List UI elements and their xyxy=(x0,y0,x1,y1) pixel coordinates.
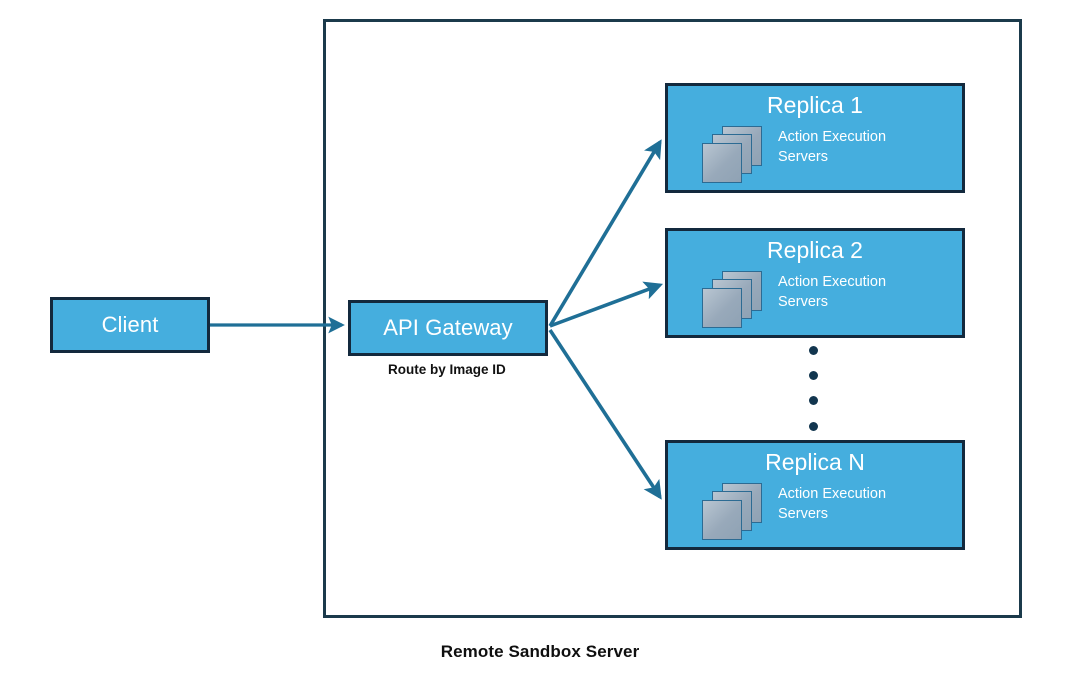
replica-2-title: Replica 2 xyxy=(767,237,863,263)
replica-n-subtitle: Action Execution Servers xyxy=(778,486,887,522)
replica-1-title: Replica 1 xyxy=(767,92,863,118)
api-gateway-node[interactable]: API Gateway xyxy=(348,300,548,356)
diagram-caption: Remote Sandbox Server xyxy=(440,642,640,661)
ellipsis-dot xyxy=(809,396,818,405)
remote-sandbox-server-container xyxy=(323,19,1022,618)
replica-1-node[interactable]: Replica 1 Action Execution Servers xyxy=(665,83,965,193)
stacked-servers-icon xyxy=(702,126,764,184)
replica-2-node[interactable]: Replica 2 Action Execution Servers xyxy=(665,228,965,338)
replica-2-body: Action Execution Servers xyxy=(702,271,954,329)
ellipsis-dot xyxy=(809,371,818,380)
replica-n-node[interactable]: Replica N Action Execution Servers xyxy=(665,440,965,550)
stacked-servers-icon xyxy=(702,483,764,541)
ellipsis-dot xyxy=(809,346,818,355)
api-gateway-node-label: API Gateway xyxy=(383,315,513,340)
route-by-image-id-label: Route by Image ID xyxy=(388,362,506,377)
ellipsis-dot xyxy=(809,422,818,431)
replica-n-title: Replica N xyxy=(765,449,865,475)
replica-n-body: Action Execution Servers xyxy=(702,483,954,541)
client-node[interactable]: Client xyxy=(50,297,210,353)
stacked-servers-icon xyxy=(702,271,764,329)
replica-2-subtitle: Action Execution Servers xyxy=(778,274,887,310)
client-node-label: Client xyxy=(101,312,159,337)
replica-1-subtitle: Action Execution Servers xyxy=(778,129,887,165)
replica-1-body: Action Execution Servers xyxy=(702,126,954,184)
